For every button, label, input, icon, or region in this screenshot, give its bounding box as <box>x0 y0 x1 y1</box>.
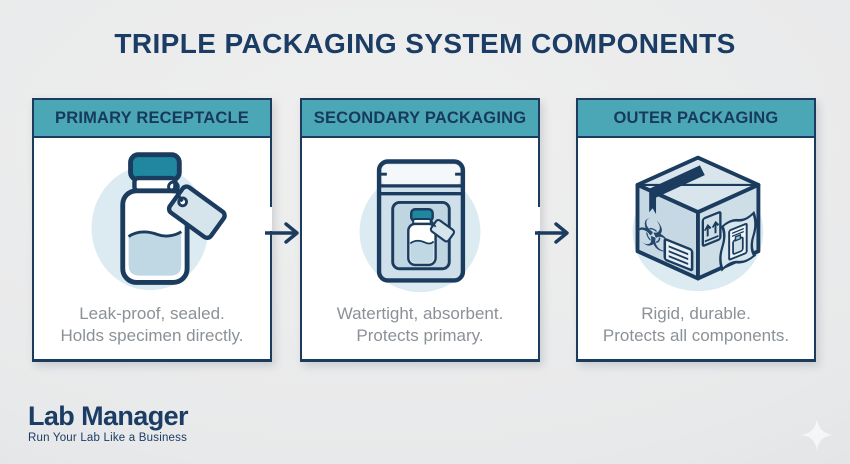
logo-tagline: Run Your Lab Like a Business <box>28 432 188 445</box>
primary-caption: Leak-proof, sealed. Holds specimen direc… <box>38 303 266 348</box>
card-header-label: OUTER PACKAGING <box>613 108 779 127</box>
page-title: TRIPLE PACKAGING SYSTEM COMPONENTS <box>114 28 736 59</box>
secondary-illustration <box>302 142 538 298</box>
flow-arrow-icon <box>535 222 569 244</box>
card-header-secondary: SECONDARY PACKAGING <box>302 100 538 138</box>
card-header-outer: OUTER PACKAGING <box>578 100 814 138</box>
caption-line: Leak-proof, sealed. <box>79 304 225 323</box>
sparkle-icon <box>801 419 833 451</box>
vial-liquid <box>128 231 182 276</box>
caption-line: Protects all components. <box>602 326 790 346</box>
border-gap <box>537 207 540 231</box>
caption-line: Protects primary. <box>356 326 484 346</box>
caption-line: Rigid, durable. <box>641 304 751 323</box>
card-header-primary: PRIMARY RECEPTACLE <box>34 100 270 138</box>
shipping-box-icon: ☣ <box>632 155 764 292</box>
primary-illustration <box>34 142 270 298</box>
flow-arrow-icon <box>265 222 299 244</box>
tag-string <box>174 189 184 203</box>
specimen-bag-icon <box>359 159 481 293</box>
card-header-label: SECONDARY PACKAGING <box>313 108 527 127</box>
lab-manager-logo: Lab Manager Run Your Lab Like a Business <box>28 401 189 445</box>
box-tape-end <box>649 189 657 215</box>
card-outer-packaging: OUTER PACKAGING ☣ <box>576 98 816 362</box>
documents-pouch-icon <box>719 210 757 272</box>
tag-string-loop <box>167 180 180 194</box>
caption-line: Watertight, absorbent. <box>336 304 504 323</box>
outer-caption: Rigid, durable. Protects all components. <box>582 303 810 348</box>
bag-lip <box>381 164 460 186</box>
secondary-caption: Watertight, absorbent. Protects primary. <box>306 303 534 348</box>
card-primary-receptacle: PRIMARY RECEPTACLE Leak-proof, sealed. H… <box>32 98 272 362</box>
card-secondary-packaging: SECONDARY PACKAGING Watertight, absorben… <box>300 98 540 362</box>
logo-text: Lab Manager <box>28 401 189 431</box>
this-way-up-icon <box>701 211 722 247</box>
box-tape <box>649 165 705 199</box>
outer-illustration: ☣ <box>578 142 814 298</box>
vial-with-tag-icon <box>91 152 227 291</box>
border-gap <box>269 207 272 231</box>
card-header-label: PRIMARY RECEPTACLE <box>55 108 249 127</box>
caption-line: Holds specimen directly. <box>60 326 244 346</box>
inner-vial-liquid <box>410 240 434 263</box>
